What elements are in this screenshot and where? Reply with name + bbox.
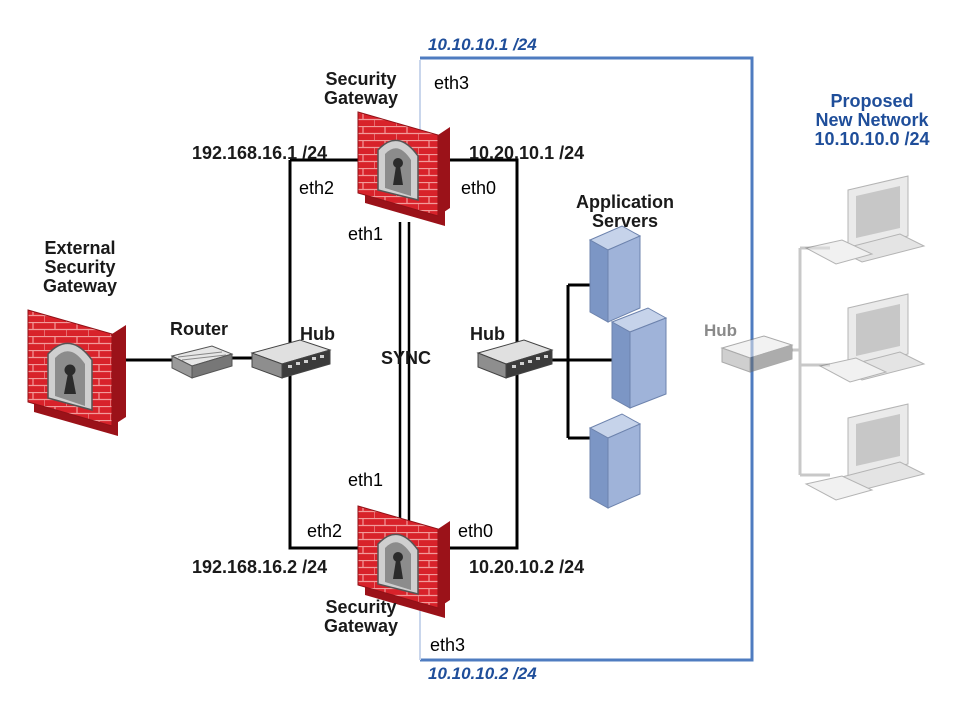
application-servers-label: Application Servers [576, 192, 674, 231]
interface-bottom-eth0: eth0 [458, 521, 494, 541]
security-gateway-bottom-icon [357, 505, 450, 618]
interface-top-eth3: eth3 [434, 73, 470, 93]
security-gateway-bottom-label: Security Gateway [323, 597, 399, 636]
address-top-eth3: 10.10.10.1 /24 [428, 35, 537, 54]
hub-right-icon [720, 335, 794, 373]
hub-left-icon [250, 339, 332, 379]
hub-middle-icon [476, 339, 554, 379]
sync-link [398, 222, 411, 525]
interface-bottom-eth3: eth3 [430, 635, 466, 655]
router-icon [170, 345, 234, 379]
hub-left-label: Hub [300, 324, 335, 344]
external-security-gateway-label: External Security Gateway [42, 238, 118, 296]
security-gateway-top-icon [357, 111, 450, 226]
application-server-icon [588, 225, 642, 323]
interface-top-eth1: eth1 [348, 224, 384, 244]
application-server-icon [610, 307, 668, 409]
address-bottom-eth2: 192.168.16.2 /24 [192, 557, 328, 577]
external-security-gateway-icon [27, 309, 126, 436]
address-top-eth0: 10.20.10.1 /24 [469, 143, 585, 163]
interface-bottom-eth1: eth1 [348, 470, 384, 490]
hub-right-label: Hub [704, 321, 738, 340]
address-bottom-eth3: 10.10.10.2 /24 [428, 664, 537, 683]
workstation-icon [818, 293, 926, 383]
sync-label: SYNC [381, 348, 432, 368]
workstation-icon [804, 175, 926, 265]
application-server-icon [588, 413, 642, 509]
proposed-links [792, 246, 830, 477]
interface-bottom-eth2: eth2 [307, 521, 343, 541]
address-bottom-eth0: 10.20.10.2 /24 [469, 557, 585, 577]
proposed-network-title: Proposed New Network 10.10.10.0 /24 [814, 91, 930, 149]
hub-middle-label: Hub [470, 324, 505, 344]
interface-top-eth0: eth0 [461, 178, 497, 198]
address-top-eth2: 192.168.16.1 /24 [192, 143, 328, 163]
router-label: Router [170, 319, 228, 339]
workstation-icon [804, 403, 926, 501]
security-gateway-top-label: Security Gateway [323, 69, 399, 108]
interface-top-eth2: eth2 [299, 178, 335, 198]
